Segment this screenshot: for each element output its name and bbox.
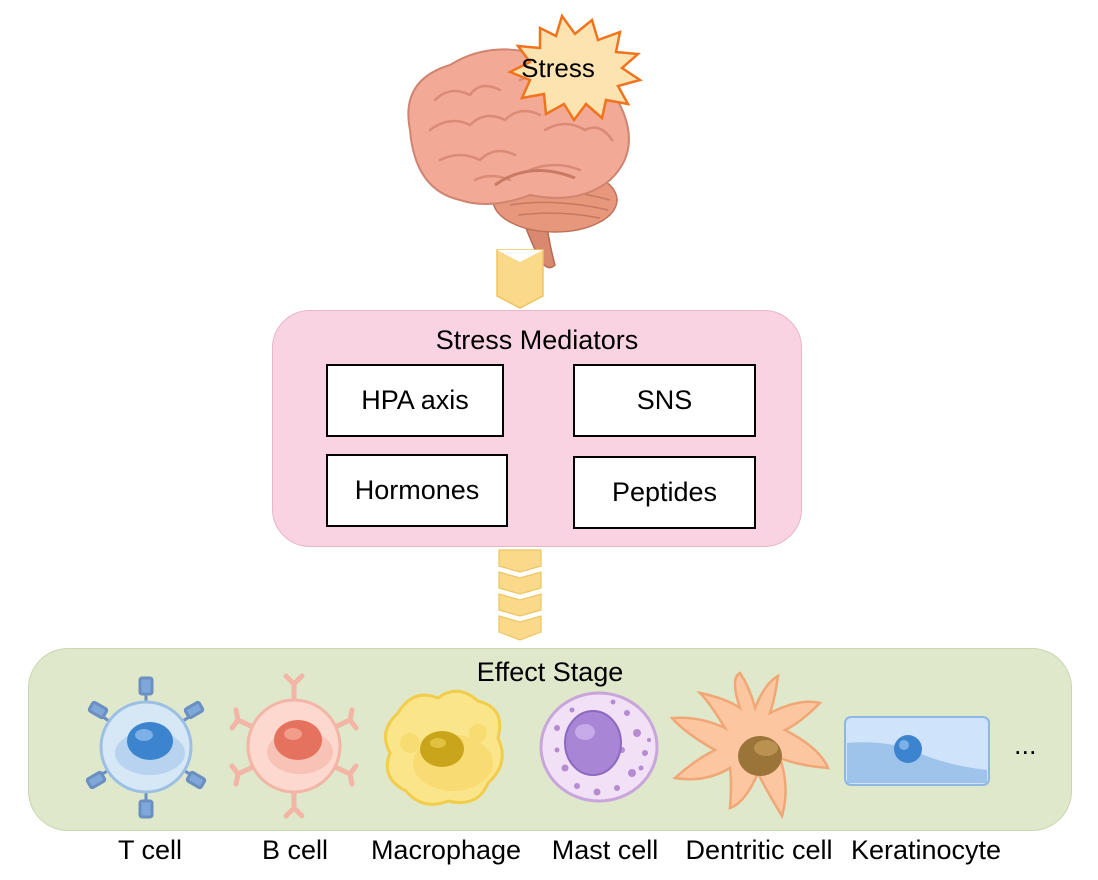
down-chevron-arrow xyxy=(496,249,544,309)
mediator-box-sns: SNS xyxy=(573,364,756,437)
keratinocyte-icon xyxy=(844,716,990,786)
cell-label-keratinocyte: Keratinocyte xyxy=(850,835,1002,865)
cell-label-macrophage: Macrophage xyxy=(370,835,522,865)
mediator-box-hpa-axis: HPA axis xyxy=(326,364,504,437)
stress-label: Stress xyxy=(521,53,595,83)
stress-mediators-title: Stress Mediators xyxy=(435,325,639,355)
t-cell-icon xyxy=(85,676,207,819)
mast-cell-icon xyxy=(539,691,659,803)
stress-mediators-panel: Stress Mediators HPA axis SNS Hormones P… xyxy=(272,310,802,547)
mediator-box-peptides: Peptides xyxy=(573,456,756,529)
mediator-box-hormones: Hormones xyxy=(326,454,508,527)
more-cells-ellipsis: ... xyxy=(1014,730,1037,760)
macrophage-icon xyxy=(384,689,504,806)
cell-label-mast-cell: Mast cell xyxy=(551,835,659,865)
cell-label-dendritic-cell: Dentritic cell xyxy=(685,835,833,865)
effect-stage-title: Effect Stage xyxy=(476,657,624,687)
cell-label-b-cell: B cell xyxy=(261,835,329,865)
stress-burst xyxy=(506,13,643,123)
b-cell-icon xyxy=(229,673,359,819)
dendritic-cell-icon xyxy=(670,671,830,820)
stacked-chevron-arrow xyxy=(498,549,542,641)
cell-label-t-cell: T cell xyxy=(117,835,183,865)
brain-illustration: Stress xyxy=(407,13,643,269)
